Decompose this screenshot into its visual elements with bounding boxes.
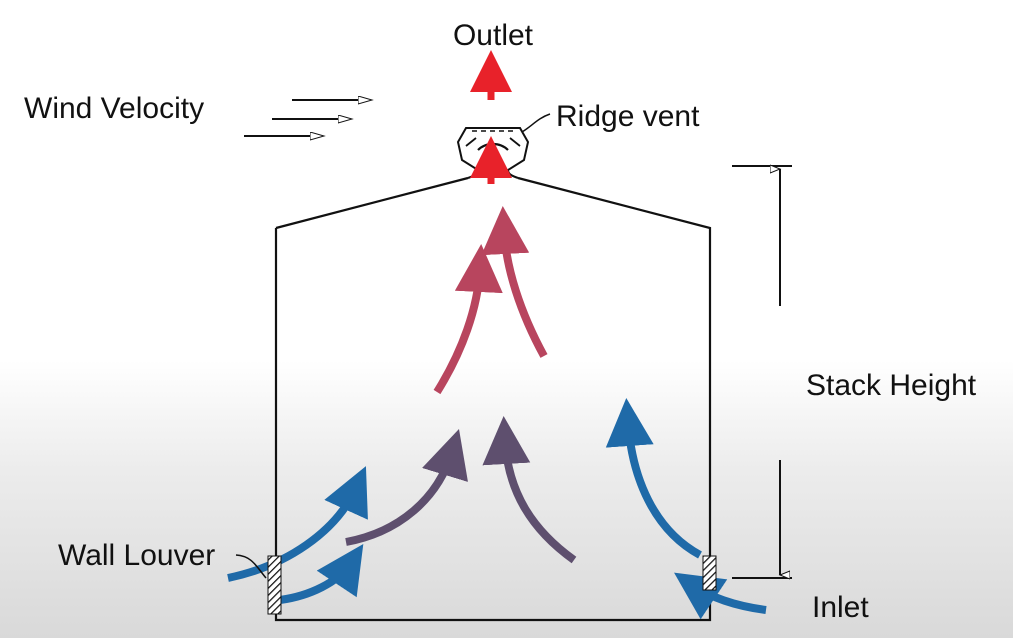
wall-louver-label: Wall Louver [58,539,215,572]
ridge-vent-label: Ridge vent [556,100,700,133]
mixed-air-arrow-right [482,416,577,564]
wall-louver-right [702,555,717,591]
outlet-label: Outlet [453,19,534,52]
mixed-air-arrow-left [345,429,468,546]
warm-air-arrow-right [481,206,548,358]
ridge-vent-leader [521,113,551,133]
stack-height-label: Stack Height [806,369,977,402]
cool-air-arrow-louver-lower [279,544,364,604]
warm-air-arrow-left [433,244,503,395]
wind-velocity-label: Wind Velocity [24,92,204,125]
wall-louver-left [267,555,282,615]
building-outline [274,176,712,622]
cool-air-arrow-inlet [674,572,767,620]
cool-air-arrow-right-wall [605,398,702,559]
inlet-label: Inlet [812,591,869,624]
wall-louver-leader [235,554,267,579]
cool-air-arrow-louver-upper [227,466,368,582]
stack-height-dimension [732,166,792,578]
